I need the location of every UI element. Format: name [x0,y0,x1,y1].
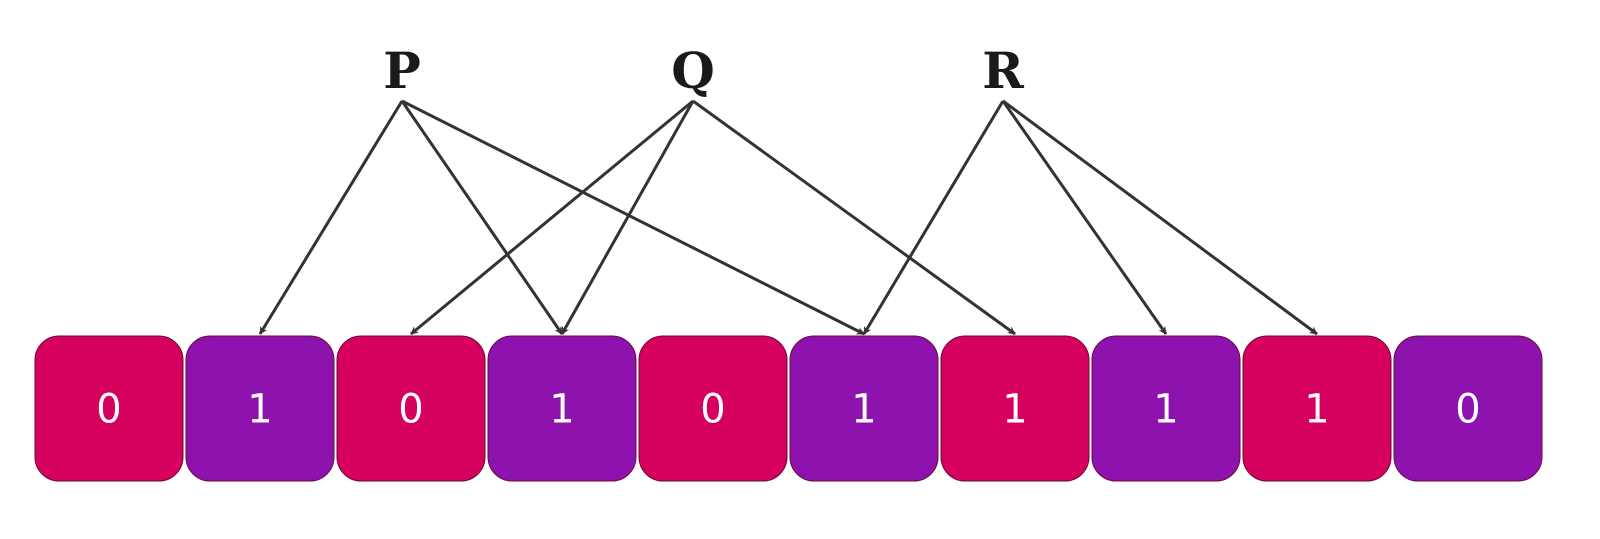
source-label-r: R [982,41,1024,100]
bit-cell-1: 1 [185,335,335,482]
source-label-q: Q [671,41,715,100]
arrow-q-to-cell-6 [692,99,1016,336]
bit-cell-4: 0 [638,335,788,482]
bit-cell-8: 1 [1242,335,1392,482]
bit-cell-box [185,335,335,482]
bit-cell-box [34,335,184,482]
bit-array: 0 1 0 1 0 1 1 1 1 0 [34,335,1543,482]
bit-cell-7: 1 [1091,335,1241,482]
arrow-r-to-cell-5 [862,100,1005,335]
bit-cell-box [940,335,1090,482]
arrow-p-to-cell-1 [258,100,404,335]
bit-cell-3: 1 [487,335,637,482]
arrow-r-to-cell-8 [1002,99,1318,336]
arrow-q-to-cell-3 [560,100,695,335]
arrow-p-to-cell-3 [400,100,564,335]
bit-value: 1 [1002,387,1027,433]
bit-cell-box [1393,335,1543,482]
bit-value: 1 [549,387,574,433]
bit-cell-9: 0 [1393,335,1543,482]
bit-value: 1 [851,387,876,433]
bit-cell-5: 1 [789,335,939,482]
bit-cell-0: 0 [34,335,184,482]
bit-value: 1 [1153,387,1178,433]
bit-cell-box [638,335,788,482]
bit-value: 0 [700,387,725,433]
bit-value: 0 [1455,387,1480,433]
arrows-group [258,99,1318,336]
arrow-r-to-cell-7 [1001,100,1168,335]
bit-value: 0 [398,387,423,433]
bit-cell-box [487,335,637,482]
arrow-q-to-cell-2 [410,99,694,336]
bit-value: 0 [96,387,121,433]
bit-cell-6: 1 [940,335,1090,482]
bit-value: 1 [1304,387,1329,433]
bit-cell-box [336,335,486,482]
bit-cell-box [1242,335,1392,482]
bit-cell-2: 0 [336,335,486,482]
source-labels: P Q R [383,41,1024,100]
bit-cell-box [789,335,939,482]
arrow-p-to-cell-5 [401,99,865,336]
source-label-p: P [383,41,421,100]
bit-cell-box [1091,335,1241,482]
bit-value: 1 [247,387,272,433]
